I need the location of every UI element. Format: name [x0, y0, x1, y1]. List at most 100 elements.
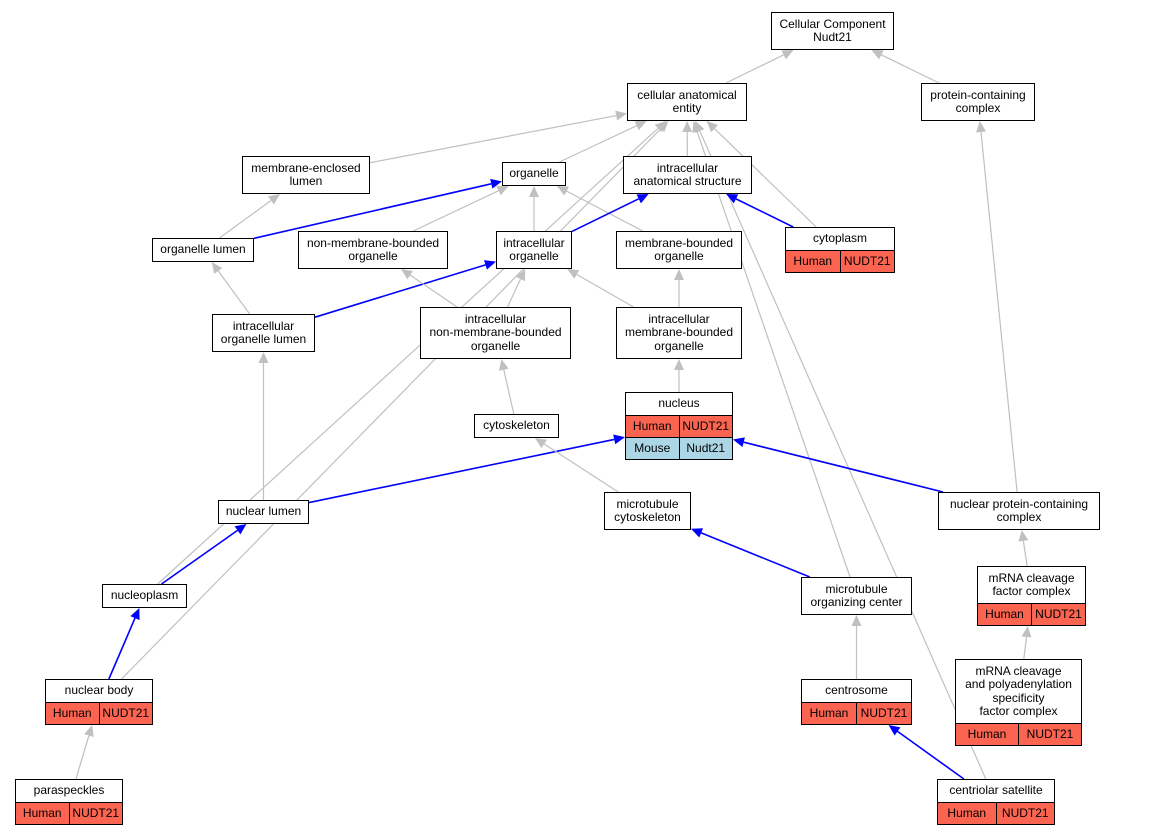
species-label: Human	[52, 705, 92, 720]
edge-arrowhead	[657, 121, 669, 133]
edge-part-of-centriolar-satellite-to-centrosome	[897, 730, 965, 780]
edge-is-a-pcc-to-cc-nudt21	[881, 54, 940, 84]
go-term-mbo[interactable]: membrane-bounded organelle	[616, 231, 742, 269]
go-term-organelle-lumen[interactable]: organelle lumen	[152, 238, 254, 262]
edge-arrowhead	[401, 269, 413, 280]
edge-arrowhead	[674, 359, 684, 370]
species-label: Human	[793, 253, 833, 268]
edge-arrowhead	[615, 110, 627, 121]
edge-is-a-inmbo-to-nmbo	[409, 274, 458, 308]
gene-label: NUDT21	[856, 703, 911, 724]
edge-arrowhead	[682, 121, 693, 133]
gene-label: NUDT21	[1018, 724, 1081, 745]
gene-label: NUDT21	[995, 803, 1055, 824]
edge-arrowhead	[851, 615, 862, 626]
edge-is-a-mrna-cpsf-to-mrna-cfc	[1023, 636, 1028, 660]
edge-arrowhead	[976, 121, 986, 133]
edge-is-a-imbo-to-io	[576, 273, 634, 308]
edge-arrowhead	[733, 437, 745, 448]
edge-is-a-cytoskeleton-to-inmbo	[503, 369, 515, 415]
edge-is-a-organelle-to-cae	[559, 125, 637, 163]
edge-is-a-mel-to-cae	[369, 114, 617, 164]
go-term-mrna-cpsf[interactable]: mRNA cleavage and polyadenylation specif…	[955, 659, 1082, 746]
edge-is-a-organelle-lumen-to-mel	[219, 199, 272, 239]
annotation-row-human: Human NUDT21	[956, 723, 1081, 745]
go-term-organelle[interactable]: organelle	[502, 162, 566, 186]
gene-label: NUDT21	[68, 803, 123, 824]
go-term-mel[interactable]: membrane-enclosed lumen	[242, 156, 370, 194]
go-term-cae[interactable]: cellular anatomical entity	[627, 83, 747, 121]
go-term-cc-nudt21[interactable]: Cellular Component Nudt21	[771, 12, 894, 50]
go-term-pcc[interactable]: protein-containing complex	[921, 83, 1035, 121]
gene-label: NUDT21	[839, 251, 895, 272]
go-term-cytoskeleton[interactable]: cytoskeleton	[474, 414, 559, 438]
go-term-label: intracellular organelle lumen	[220, 318, 307, 346]
edge-is-a-paraspeckles-to-nuclear-body	[75, 735, 90, 780]
edge-part-of-nucleoplasm-to-nuclear-lumen	[161, 529, 238, 585]
edge-part-of-iol-to-io	[314, 264, 486, 318]
annotation-row-human: Human NUDT21	[786, 250, 894, 272]
edge-arrowhead	[888, 725, 901, 736]
go-term-label: mRNA cleavage factor complex	[988, 570, 1075, 598]
edge-arrowhead	[234, 524, 247, 535]
edge-is-a-mtoc-to-cae	[696, 131, 851, 578]
go-term-nuclear-lumen[interactable]: nuclear lumen	[218, 500, 309, 524]
go-term-mtoc[interactable]: microtubule organizing center	[801, 577, 912, 615]
go-term-mt-cyto[interactable]: microtubule cytoskeleton	[604, 492, 691, 530]
edge-arrowhead	[498, 359, 509, 371]
go-term-label: Cellular Component Nudt21	[779, 16, 886, 44]
species-label: Human	[967, 726, 1007, 741]
go-term-label: organelle lumen	[160, 242, 246, 257]
edge-is-a-mt-cyto-to-cytoskeleton	[543, 443, 619, 493]
edge-arrowhead	[516, 269, 526, 282]
edge-arrowhead	[490, 178, 502, 189]
go-term-label: microtubule cytoskeleton	[614, 496, 681, 524]
species-label: Human	[632, 418, 672, 433]
edge-arrowhead	[691, 528, 704, 538]
go-term-npcc[interactable]: nuclear protein-containing complex	[938, 492, 1100, 530]
edge-arrowhead	[556, 186, 569, 196]
species-label: Human	[22, 805, 62, 820]
go-term-ias[interactable]: intracellular anatomical structure	[623, 156, 752, 194]
go-term-inmbo[interactable]: intracellular non-membrane-bounded organ…	[420, 307, 571, 359]
edge-is-a-npcc-to-pcc	[980, 131, 1018, 493]
edge-is-a-nmbo-to-organelle	[412, 190, 499, 232]
go-term-label: paraspeckles	[33, 783, 105, 798]
go-term-imbo[interactable]: intracellular membrane-bounded organelle	[616, 307, 742, 359]
edge-is-a-cae-to-cc-nudt21	[725, 54, 784, 84]
edge-part-of-mtoc-to-mt-cyto	[700, 532, 811, 578]
gene-label: NUDT21	[1031, 604, 1085, 625]
edge-arrowhead	[1018, 530, 1029, 542]
go-term-label: nuclear protein-containing complex	[949, 496, 1089, 524]
edge-arrowhead	[634, 121, 647, 131]
edge-arrowhead	[674, 269, 684, 280]
edge-arrowhead	[529, 186, 539, 197]
edge-is-a-mrna-cfc-to-npcc	[1022, 540, 1028, 567]
go-term-label: microtubule organizing center	[810, 581, 903, 609]
go-term-iol[interactable]: intracellular organelle lumen	[212, 314, 315, 352]
go-term-label: membrane-enclosed lumen	[251, 160, 361, 188]
edge-is-a-nuclear-body-to-cae	[121, 128, 662, 680]
go-term-label: centrosome	[825, 683, 888, 698]
go-term-io[interactable]: intracellular organelle	[496, 231, 572, 269]
edge-arrowhead	[695, 121, 705, 134]
go-term-label: intracellular anatomical structure	[633, 160, 742, 188]
go-term-nucleoplasm[interactable]: nucleoplasm	[102, 584, 187, 608]
edge-is-a-cytoplasm-to-cae	[714, 128, 817, 228]
go-term-nmbo[interactable]: non-membrane-bounded organelle	[298, 231, 448, 269]
go-term-label: intracellular membrane-bounded organelle	[624, 311, 734, 353]
go-term-label: nucleus	[658, 396, 700, 411]
species-label: Human	[809, 705, 849, 720]
go-term-label: membrane-bounded organelle	[624, 235, 734, 263]
annotation-row-human: Human NUDT21	[802, 702, 911, 724]
